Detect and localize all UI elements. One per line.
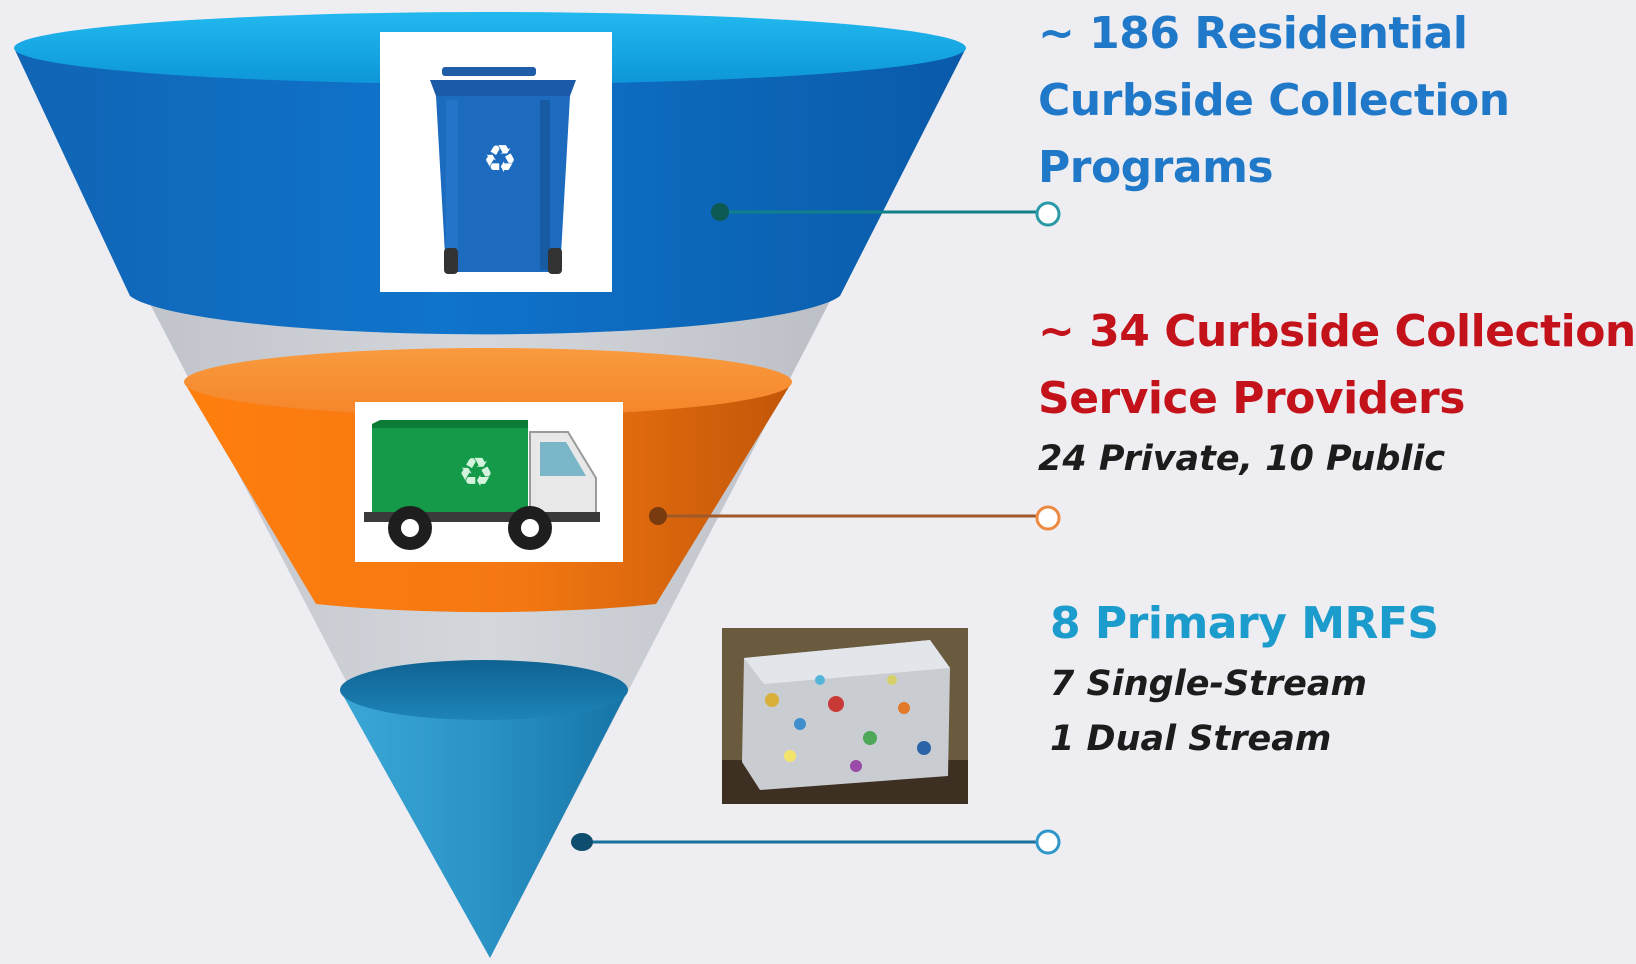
funnel-band-3: [340, 690, 628, 958]
connector-1: [711, 201, 1061, 227]
stage-1-title-line: ~ 186 Residential: [1038, 8, 1468, 59]
connector-2: [649, 505, 1061, 531]
stage-1-label: ~ 186 Residential Curbside Collection Pr…: [1038, 0, 1510, 201]
stage-3-label: 8 Primary MRFS 7 Single-Stream 1 Dual St…: [1050, 590, 1439, 767]
stage-3-subtitle: 7 Single-Stream: [1050, 664, 1367, 704]
stage-1-title-line: Curbside Collection: [1038, 75, 1510, 126]
stage-2-title: ~ 34 Curbside Collection Service Provide…: [1038, 298, 1636, 432]
svg-text:♻: ♻: [483, 137, 517, 181]
recycling-bin-icon: ♻: [380, 32, 612, 292]
stage-3-subtitle: 1 Dual Stream: [1050, 719, 1332, 759]
stage-3-title: 8 Primary MRFS: [1050, 590, 1439, 657]
stage-2-title-line: ~ 34 Curbside Collection: [1038, 306, 1636, 357]
connector-3: [571, 829, 1061, 855]
svg-text:♻: ♻: [458, 450, 494, 496]
recycling-truck-icon: ♻: [355, 402, 623, 562]
recycled-bale-photo: [722, 628, 968, 804]
stage-2-subtitle: 24 Private, 10 Public: [1038, 439, 1446, 479]
funnel-band-2-rim: [184, 348, 792, 416]
stage-3-title-line: 8 Primary MRFS: [1050, 598, 1439, 649]
stage-1-title-line: Programs: [1038, 142, 1274, 193]
stage-1-title: ~ 186 Residential Curbside Collection Pr…: [1038, 0, 1510, 201]
stage-2-title-line: Service Providers: [1038, 373, 1465, 424]
funnel-band-3-rim: [340, 660, 628, 720]
stage-2-label: ~ 34 Curbside Collection Service Provide…: [1038, 298, 1636, 487]
